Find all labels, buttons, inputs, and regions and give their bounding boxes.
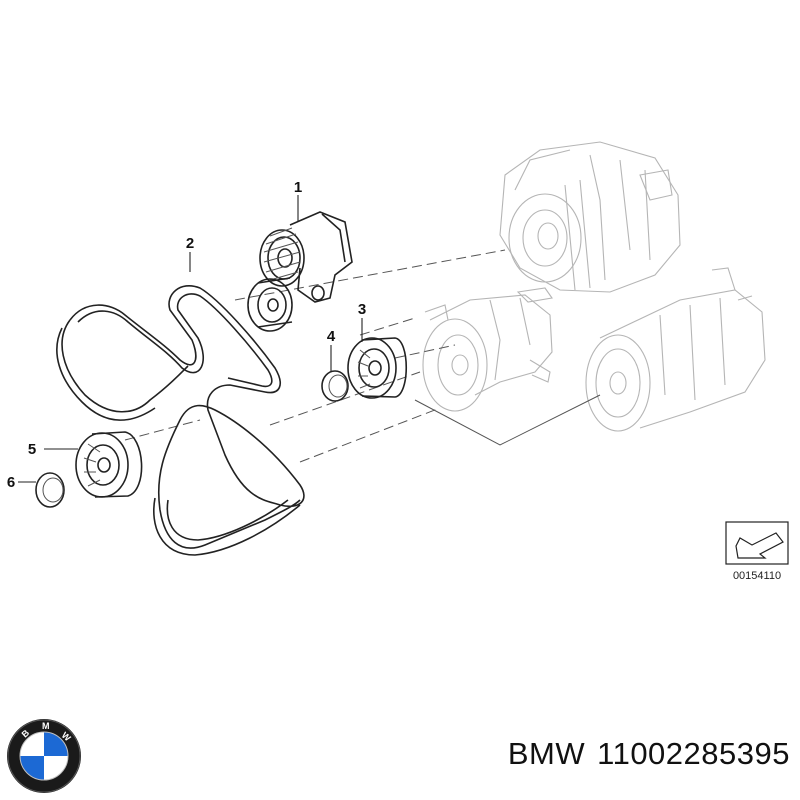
- alternator-illustration: [499, 141, 681, 293]
- callout-1: 1: [294, 179, 302, 196]
- brand-label: BMW: [507, 736, 586, 771]
- cap-6: [35, 472, 65, 508]
- callout-2: 2: [186, 235, 194, 252]
- deflection-pulley-5: [75, 431, 143, 498]
- svg-text:M: M: [42, 721, 50, 731]
- deflection-pulley-3: [347, 337, 408, 399]
- callout-4: 4: [327, 328, 336, 345]
- bmw-logo: B M W: [7, 719, 81, 793]
- leader-lines: [18, 195, 363, 483]
- callout-6: 6: [7, 474, 15, 491]
- svg-text:B: B: [20, 727, 32, 739]
- tensioner-pulley: [247, 277, 293, 332]
- callout-3: 3: [358, 301, 366, 318]
- centerlines: [124, 249, 601, 463]
- reference-code: 00154110: [733, 570, 781, 582]
- part-number: 11002285395: [597, 736, 790, 771]
- cap-4: [321, 370, 349, 402]
- view-direction-icon: [725, 521, 789, 565]
- power-steering-pump-illustration: [422, 287, 553, 412]
- part-caption: BMW 11002285395: [508, 736, 790, 772]
- ribbed-v-belt: [56, 285, 305, 556]
- ac-compressor-illustration: [585, 267, 766, 432]
- callout-5: 5: [28, 441, 36, 458]
